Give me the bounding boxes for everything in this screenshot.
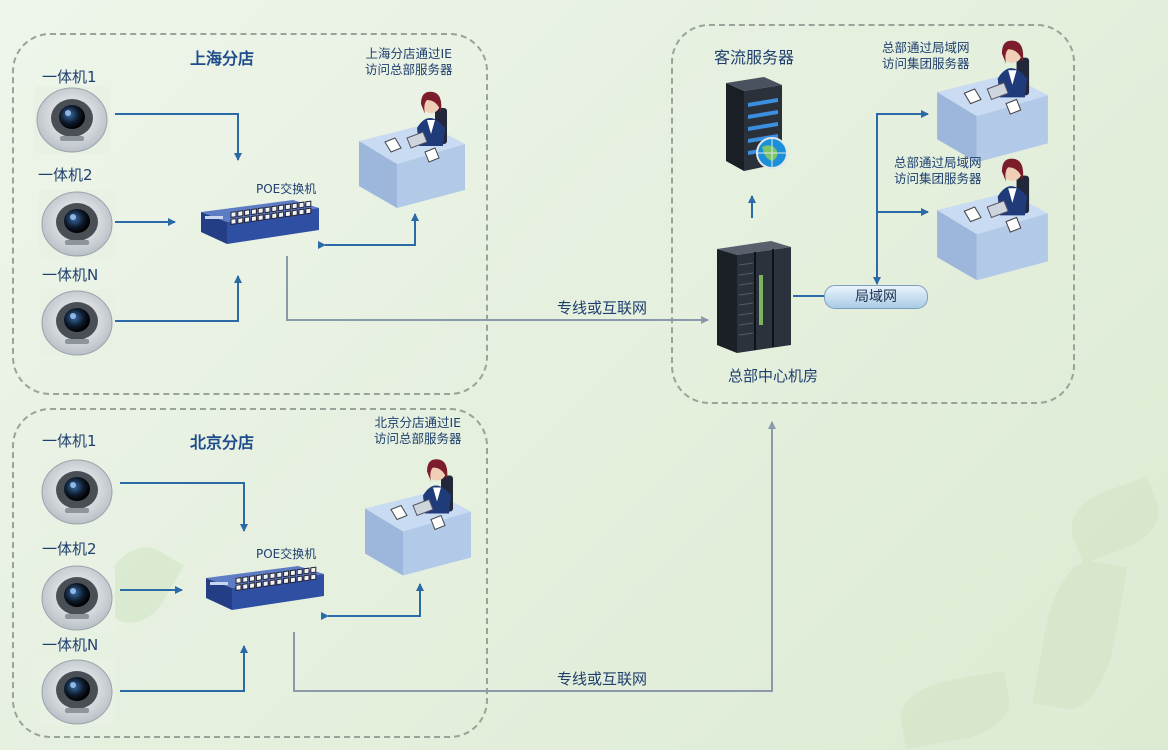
- bj-client-label-1: 北京分店通过IE: [374, 415, 462, 430]
- hq-client-1[interactable]: [935, 34, 1050, 166]
- hq-datacenter-label: 总部中心机房: [728, 367, 819, 385]
- bj-camera-1-label: 一体机1: [42, 432, 97, 450]
- bj-camera-2-label: 一体机2: [42, 540, 97, 558]
- hq-region: [671, 24, 1075, 404]
- camera-icon: [39, 458, 115, 526]
- bj-camera-1[interactable]: [37, 456, 117, 528]
- beijing-title: 北京分店: [190, 433, 255, 452]
- sh-camera-1-label: 一体机1: [42, 68, 97, 86]
- sh-camn-link: [115, 275, 242, 322]
- bj-switch-label: POE交换机: [256, 547, 317, 561]
- rack-server-icon: [717, 241, 791, 353]
- hq-server[interactable]: [720, 73, 790, 173]
- hq-client-2-label-1: 总部通过局域网: [894, 155, 982, 170]
- hq-client-1-label: 总部通过局域网 访问集团服务器: [882, 40, 970, 72]
- camera-icon: [39, 190, 115, 258]
- bj-camera-n-label: 一体机N: [42, 636, 99, 654]
- hq-client-2-label: 总部通过局域网 访问集团服务器: [894, 155, 982, 187]
- office-worker-icon: [365, 459, 471, 576]
- office-worker-icon: [359, 91, 465, 208]
- hq-clients-link: [876, 110, 929, 284]
- office-worker-icon: [937, 158, 1048, 281]
- shanghai-region: [12, 33, 488, 395]
- sh-client-label: 上海分店通过IE 访问总部服务器: [365, 46, 453, 78]
- camera-icon: [39, 564, 115, 632]
- sh-wan-label: 专线或互联网: [557, 299, 648, 317]
- hq-client-2[interactable]: [935, 151, 1050, 285]
- sh-client-label-2: 访问总部服务器: [365, 62, 453, 77]
- camera-icon: [39, 289, 115, 357]
- hq-datacenter[interactable]: [713, 235, 795, 355]
- bj-client-link: [321, 583, 424, 620]
- sh-wan-line: [286, 256, 709, 324]
- sh-switch-label: POE交换机: [256, 182, 317, 196]
- switch-icon: [206, 566, 324, 610]
- hq-client-1-label-1: 总部通过局域网: [882, 40, 970, 55]
- bj-switch[interactable]: [200, 560, 328, 620]
- office-worker-icon: [937, 40, 1048, 163]
- beijing-region: [12, 408, 488, 738]
- sh-camera-n-label: 一体机N: [42, 266, 99, 284]
- sh-cam1-link: [115, 113, 242, 161]
- bj-cam1-link: [120, 482, 248, 532]
- bj-camera-2[interactable]: [37, 562, 117, 634]
- sh-client-label-1: 上海分店通过IE: [365, 46, 453, 61]
- camera-icon: [39, 658, 115, 726]
- bj-client-label-2: 访问总部服务器: [374, 431, 462, 446]
- sh-camera-n[interactable]: [37, 287, 117, 359]
- hq-server-label: 客流服务器: [714, 48, 795, 67]
- sh-camera-1[interactable]: [32, 84, 112, 156]
- hq-client-2-label-2: 访问集团服务器: [894, 171, 982, 186]
- sh-client[interactable]: [357, 86, 467, 211]
- camera-icon: [34, 86, 110, 154]
- bj-camn-link: [120, 645, 248, 692]
- sh-camera-2[interactable]: [37, 188, 117, 260]
- shanghai-title: 上海分店: [190, 49, 255, 68]
- lan-pill: 局域网: [824, 285, 928, 309]
- sh-camera-2-label: 一体机2: [38, 166, 93, 184]
- sh-switch[interactable]: [195, 194, 323, 254]
- bj-wan-line: [293, 421, 776, 692]
- switch-icon: [201, 200, 319, 244]
- bj-client[interactable]: [363, 452, 473, 580]
- hq-client-1-label-2: 访问集团服务器: [882, 56, 970, 71]
- server-tower-icon: [726, 77, 788, 171]
- bj-wan-label: 专线或互联网: [557, 670, 648, 688]
- bj-client-label: 北京分店通过IE 访问总部服务器: [374, 415, 462, 447]
- sh-client-link: [318, 213, 419, 249]
- bj-camera-n[interactable]: [37, 656, 117, 728]
